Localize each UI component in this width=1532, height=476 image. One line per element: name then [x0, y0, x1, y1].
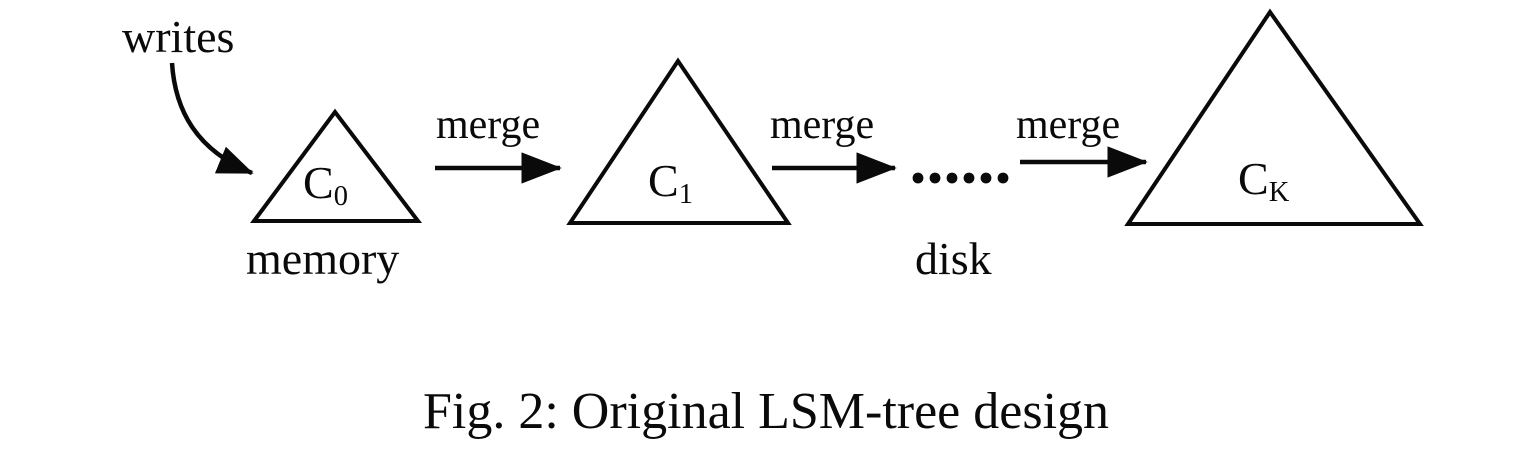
component-label-ck-base: C — [1238, 153, 1269, 204]
merge-label-3: merge — [1016, 102, 1121, 148]
merge-label-2: merge — [770, 102, 875, 148]
component-label-c1: C1 — [648, 155, 693, 210]
triangle-c0 — [250, 108, 423, 223]
component-label-c0-base: C — [303, 157, 334, 208]
writes-label: writes — [122, 11, 235, 62]
component-label-c0-subscript: 0 — [333, 181, 348, 213]
disk-label: disk — [915, 233, 992, 284]
triangle-ck — [1124, 8, 1424, 226]
figure-caption: Fig. 2: Original LSM-tree design — [422, 383, 1110, 440]
memory-label: memory — [246, 233, 400, 284]
writes-curved-arrow — [169, 62, 254, 176]
component-label-c0: C0 — [303, 157, 348, 212]
ellipsis-dots — [912, 172, 1009, 184]
triangle-c1 — [566, 57, 792, 225]
component-label-ck-subscript: K — [1268, 177, 1290, 209]
component-label-c1-base: C — [648, 155, 679, 206]
component-label-ck: CK — [1238, 153, 1289, 208]
component-label-c1-subscript: 1 — [678, 179, 693, 211]
merge-label-1: merge — [436, 102, 541, 148]
